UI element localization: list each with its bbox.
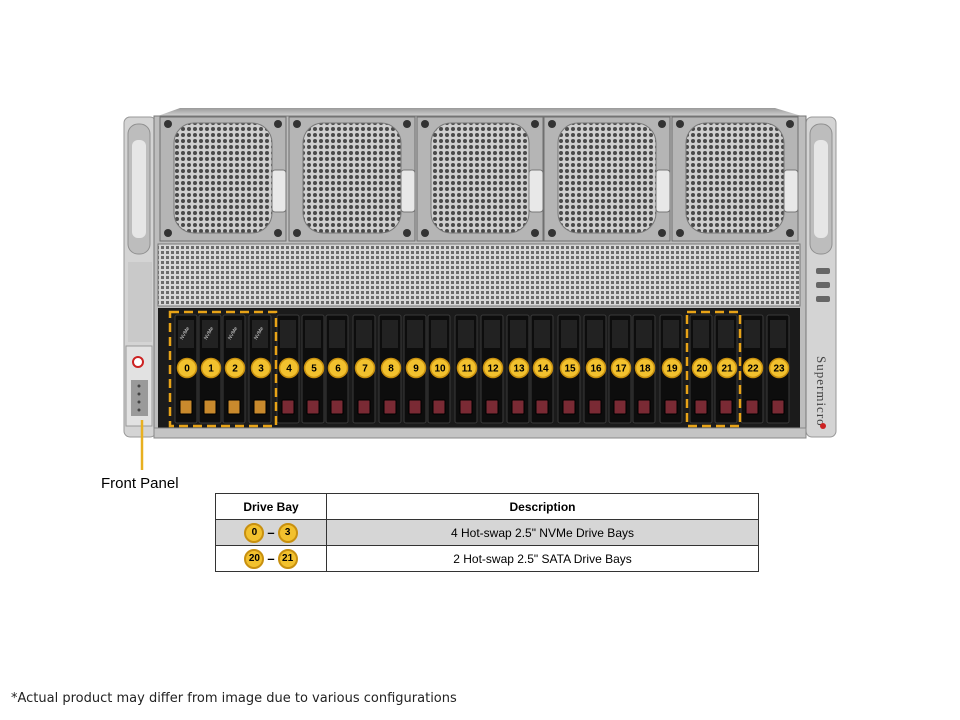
drive-bay-description: 2 Hot-swap 2.5" SATA Drive Bays	[326, 545, 759, 572]
bay-number: 15	[564, 364, 576, 375]
bay-number: 10	[434, 364, 446, 375]
fan-modules	[159, 116, 799, 242]
bay-number-badge: 22	[742, 357, 764, 379]
bay-number: 19	[666, 364, 678, 375]
bay-number-badge: 5	[303, 357, 325, 379]
front-panel-label: Front Panel	[101, 475, 179, 492]
bay-number: 0	[184, 364, 190, 375]
nvme-bays-highlight	[168, 310, 278, 428]
bay-badge: 3	[277, 522, 298, 543]
bay-number: 8	[388, 364, 394, 375]
bay-number-badge: 21	[716, 357, 738, 379]
bay-number: 13	[513, 364, 525, 375]
bay-number-badge: 10	[429, 357, 451, 379]
bay-number-badge: 17	[610, 357, 632, 379]
fan-module	[671, 116, 799, 242]
bay-number-badge: 16	[585, 357, 607, 379]
drive-bay-description: 4 Hot-swap 2.5" NVMe Drive Bays	[326, 519, 759, 546]
bay-number-badge: 8	[380, 357, 402, 379]
bay-badge: 21	[277, 548, 298, 569]
chassis-top-cover	[155, 108, 805, 117]
bay-number-badge: 19	[661, 357, 683, 379]
bay-number-badge: 15	[559, 357, 581, 379]
bay-number: 6	[335, 364, 341, 375]
header-description: Description	[326, 493, 759, 520]
bay-number-badge: 6	[327, 357, 349, 379]
bay-number: 9	[413, 364, 419, 375]
bay-number: 17	[615, 364, 627, 375]
bay-number-badge: 12	[482, 357, 504, 379]
bay-number-badge: 2	[224, 357, 246, 379]
fan-module	[159, 116, 287, 242]
bay-number: 23	[773, 364, 785, 375]
drive-bay-table: Drive Bay Description 0 – 3 4 Hot-swap 2…	[215, 493, 759, 572]
bay-number-badge: 18	[634, 357, 656, 379]
bay-badge: 20	[244, 548, 265, 569]
bay-number-badge: 13	[508, 357, 530, 379]
bay-number-badge: 0	[176, 357, 198, 379]
bay-number: 16	[590, 364, 602, 375]
supermicro-logo: Supermicro	[814, 356, 829, 427]
range-dash: –	[267, 525, 275, 540]
vent-grille	[157, 243, 801, 307]
front-control-panel	[125, 345, 153, 427]
bay-number-badge: 4	[278, 357, 300, 379]
bay-number: 22	[747, 364, 759, 375]
bay-number: 20	[696, 364, 708, 375]
bay-number: 2	[232, 364, 238, 375]
drive-bay-range: 20 – 21	[215, 545, 327, 572]
bay-number: 7	[362, 364, 368, 375]
bay-number-badge: 3	[250, 357, 272, 379]
drive-bay-range: 0 – 3	[215, 519, 327, 546]
supermicro-logo-dot	[820, 423, 826, 429]
table-row: 0 – 3 4 Hot-swap 2.5" NVMe Drive Bays	[215, 519, 759, 546]
bay-number-badge: 7	[354, 357, 376, 379]
bay-badge: 0	[244, 522, 265, 543]
bay-number: 21	[721, 364, 733, 375]
bay-number: 4	[286, 364, 292, 375]
bay-number: 14	[537, 364, 549, 375]
bay-number: 12	[487, 364, 499, 375]
fan-module	[543, 116, 671, 242]
bay-number: 5	[311, 364, 317, 375]
bay-number: 18	[639, 364, 651, 375]
bay-number-badge: 11	[456, 357, 478, 379]
range-dash: –	[267, 551, 275, 566]
bay-number-badge: 1	[200, 357, 222, 379]
header-drive-bay: Drive Bay	[215, 493, 327, 520]
bay-number: 11	[462, 364, 473, 375]
bay-number-badge: 23	[768, 357, 790, 379]
bay-number-badge: 14	[532, 357, 554, 379]
bay-number: 1	[208, 364, 214, 375]
table-header-row: Drive Bay Description	[215, 493, 759, 520]
bay-number: 3	[258, 364, 264, 375]
footnote: *Actual product may differ from image du…	[11, 691, 457, 706]
bay-number-badge: 20	[691, 357, 713, 379]
bay-number-badge: 9	[405, 357, 427, 379]
table-row: 20 – 21 2 Hot-swap 2.5" SATA Drive Bays	[215, 545, 759, 572]
fan-module	[288, 116, 416, 242]
right-rack-ear	[805, 116, 837, 438]
chassis-bottom-lip	[153, 427, 807, 439]
fan-module	[416, 116, 544, 242]
